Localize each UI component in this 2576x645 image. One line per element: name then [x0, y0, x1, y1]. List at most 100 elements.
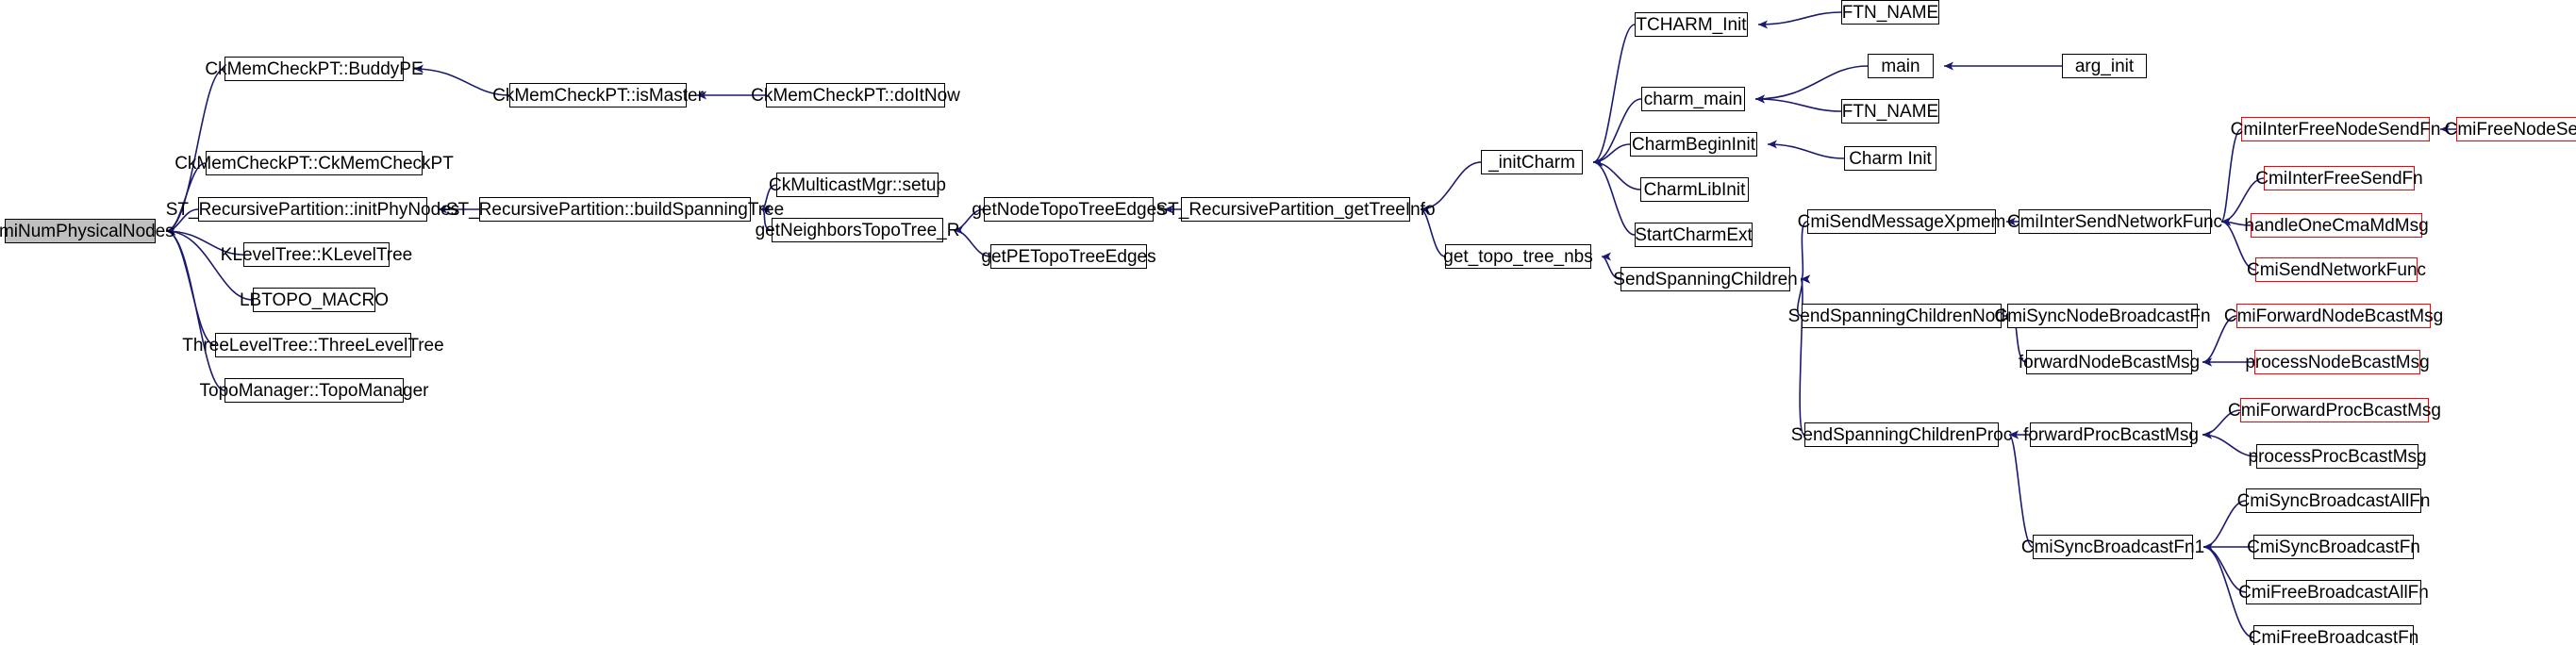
graph-node-label: _initCharm — [1488, 152, 1575, 173]
graph-node[interactable]: main — [1868, 54, 1934, 78]
graph-node-label: ST_RecursivePartition::buildSpanningTree — [445, 199, 785, 220]
graph-node-label: TopoManager::TopoManager — [199, 380, 429, 401]
graph-node-label: ST_RecursivePartition::initPhyNodes — [165, 199, 460, 220]
graph-node[interactable]: SendSpanningChildrenNode — [1788, 304, 2015, 328]
graph-edge — [1757, 11, 1842, 29]
graph-node-label: arg_init — [2074, 56, 2135, 76]
graph-node[interactable]: CmiInterSendNetworkFunc — [2007, 209, 2222, 234]
graph-node-label: CharmLibInit — [1643, 179, 1746, 200]
graph-node[interactable]: processNodeBcastMsg — [2245, 350, 2430, 374]
graph-edge — [1754, 94, 1842, 112]
graph-node[interactable]: CmiForwardProcBcastMsg — [2228, 398, 2441, 422]
graph-node[interactable]: CmiForwardNodeBcastMsg — [2224, 304, 2443, 328]
graph-edge — [1592, 157, 1636, 236]
graph-node[interactable]: StartCharmExt — [1635, 223, 1753, 247]
graph-node[interactable]: SendSpanningChildrenProc — [1791, 422, 2012, 447]
graph-edge — [165, 226, 225, 391]
graph-node-label: SendSpanningChildren — [1613, 269, 1798, 289]
graph-node[interactable]: ST_RecursivePartition::initPhyNodes — [166, 197, 459, 222]
graph-node-label: CmiSendMessageXpmem — [1797, 211, 2006, 232]
graph-node[interactable]: getPETopoTreeEdges — [981, 244, 1156, 269]
graph-node[interactable]: CmiSendMessageXpmem — [1798, 209, 2005, 234]
graph-node-label: CmiSyncNodeBroadcastFn — [1994, 306, 2211, 326]
graph-node-label: ST_RecursivePartition_getTreeInfo — [1155, 199, 1436, 220]
graph-node[interactable]: CmiFreeBroadcastAllFn — [2238, 580, 2429, 604]
graph-node-label: get_topo_tree_nbs — [1443, 246, 1593, 267]
graph-node[interactable]: CharmBeginInit — [1630, 132, 1757, 157]
graph-node[interactable]: getNodeTopoTreeEdges — [972, 197, 1166, 222]
graph-node[interactable]: CkMemCheckPT::CkMemCheckPT — [175, 151, 454, 175]
graph-node-label: CmiSendNetworkFunc — [2246, 259, 2427, 280]
graph-node[interactable]: forwardProcBcastMsg — [2023, 422, 2199, 447]
graph-node-label: CkMemCheckPT::doItNow — [751, 85, 960, 106]
graph-edge — [1754, 65, 1869, 104]
graph-node-label: CmiForwardNodeBcastMsg — [2223, 306, 2444, 326]
graph-edge — [2220, 128, 2242, 226]
graph-node-label: CmiFreeBroadcastAllFn — [2238, 582, 2429, 603]
graph-edge — [1592, 143, 1631, 167]
graph-node[interactable]: KLevelTree::KLevelTree — [221, 242, 412, 267]
graph-node-label: processProcBcastMsg — [2248, 446, 2427, 467]
graph-node[interactable]: ST_RecursivePartition_getTreeInfo — [1155, 197, 1436, 222]
graph-node[interactable]: ThreeLevelTree::ThreeLevelTree — [182, 333, 444, 357]
graph-node[interactable]: arg_init — [2062, 54, 2147, 78]
graph-node[interactable]: Charm Init — [1844, 146, 1936, 171]
graph-node-label: SendSpanningChildrenNode — [1787, 306, 2016, 326]
graph-node[interactable]: CmiSendNetworkFunc — [2247, 257, 2426, 282]
graph-node-label: getPETopoTreeEdges — [981, 246, 1156, 267]
graph-node-label: CkMemCheckPT::CkMemCheckPT — [175, 153, 454, 174]
graph-node-label: CkMemCheckPT::BuddyPE — [205, 58, 424, 79]
graph-node-label: FTN_NAME — [1841, 101, 1939, 122]
graph-node-label: forwardNodeBcastMsg — [2018, 352, 2201, 372]
graph-node[interactable]: processProcBcastMsg — [2249, 444, 2427, 469]
graph-node-label: CmiSyncBroadcastFn1 — [2020, 537, 2205, 557]
graph-node[interactable]: _initCharm — [1481, 150, 1583, 174]
graph-node[interactable]: TCHARM_Init — [1635, 12, 1748, 37]
graph-node-label: CkMemCheckPT::isMaster — [492, 85, 704, 106]
graph-node[interactable]: get_topo_tree_nbs — [1443, 244, 1593, 269]
current-node[interactable]: CmiNumPhysicalNodes — [0, 219, 175, 243]
graph-node-label: main — [1881, 56, 1920, 76]
graph-node[interactable]: CkMulticastMgr::setup — [769, 173, 946, 197]
graph-node[interactable]: charm_main — [1641, 87, 1745, 111]
graph-node-label: getNeighborsTopoTree_R — [755, 220, 960, 240]
graph-node[interactable]: SendSpanningChildren — [1613, 267, 1798, 291]
graph-node[interactable]: CmiInterFreeNodeSendFn — [2231, 117, 2440, 141]
graph-node[interactable]: CmiFreeNodeSendFn — [2445, 117, 2576, 141]
graph-node[interactable]: handleOneCmaMdMsg — [2244, 213, 2429, 238]
graph-node-label: CmiFreeNodeSendFn — [2444, 119, 2576, 140]
graph-edge — [1799, 274, 1811, 436]
graph-node-label: CmiInterFreeNodeSendFn — [2230, 119, 2441, 140]
graph-node[interactable]: CmiSyncBroadcastFn1 — [2021, 535, 2204, 559]
graph-node[interactable]: FTN_NAME — [1841, 0, 1939, 25]
graph-edge — [1592, 24, 1636, 167]
graph-node-label: forwardProcBcastMsg — [2023, 424, 2199, 445]
graph-node-label: processNodeBcastMsg — [2245, 352, 2430, 372]
graph-node-label: CmiFreeBroadcastFn — [2248, 627, 2419, 645]
graph-node[interactable]: CmiSyncBroadcastAllFn — [2237, 488, 2430, 513]
graph-node[interactable]: CmiInterFreeSendFn — [2255, 166, 2423, 190]
graph-edge — [1592, 157, 1641, 190]
graph-node[interactable]: CkMemCheckPT::isMaster — [492, 83, 704, 108]
graph-node-label: CmiForwardProcBcastMsg — [2228, 400, 2441, 421]
graph-node[interactable]: CharmLibInit — [1640, 177, 1749, 202]
graph-node[interactable]: LBTOPO_MACRO — [240, 288, 389, 312]
graph-node[interactable]: FTN_NAME — [1841, 99, 1939, 124]
graph-node[interactable]: CmiSyncBroadcastFn — [2247, 535, 2420, 559]
graph-node[interactable]: TopoManager::TopoManager — [200, 378, 428, 403]
graph-node-label: CmiSyncBroadcastFn — [2247, 537, 2420, 557]
graph-node-label: KLevelTree::KLevelTree — [220, 244, 413, 265]
graph-edge — [2008, 430, 2034, 548]
graph-node[interactable]: getNeighborsTopoTree_R — [756, 218, 959, 242]
graph-node[interactable]: CkMemCheckPT::BuddyPE — [205, 57, 424, 81]
graph-node[interactable]: forwardNodeBcastMsg — [2019, 350, 2200, 374]
graph-node[interactable]: CmiSyncNodeBroadcastFn — [1994, 304, 2211, 328]
graph-node-label: SendSpanningChildrenProc — [1790, 424, 2013, 445]
graph-node-label: handleOneCmaMdMsg — [2244, 215, 2429, 236]
graph-node[interactable]: CmiFreeBroadcastFn — [2249, 625, 2418, 645]
graph-node[interactable]: ST_RecursivePartition::buildSpanningTree — [446, 197, 784, 222]
graph-node-label: CkMulticastMgr::setup — [769, 174, 946, 195]
graph-node-label: FTN_NAME — [1841, 2, 1939, 23]
graph-node[interactable]: CkMemCheckPT::doItNow — [751, 83, 960, 108]
